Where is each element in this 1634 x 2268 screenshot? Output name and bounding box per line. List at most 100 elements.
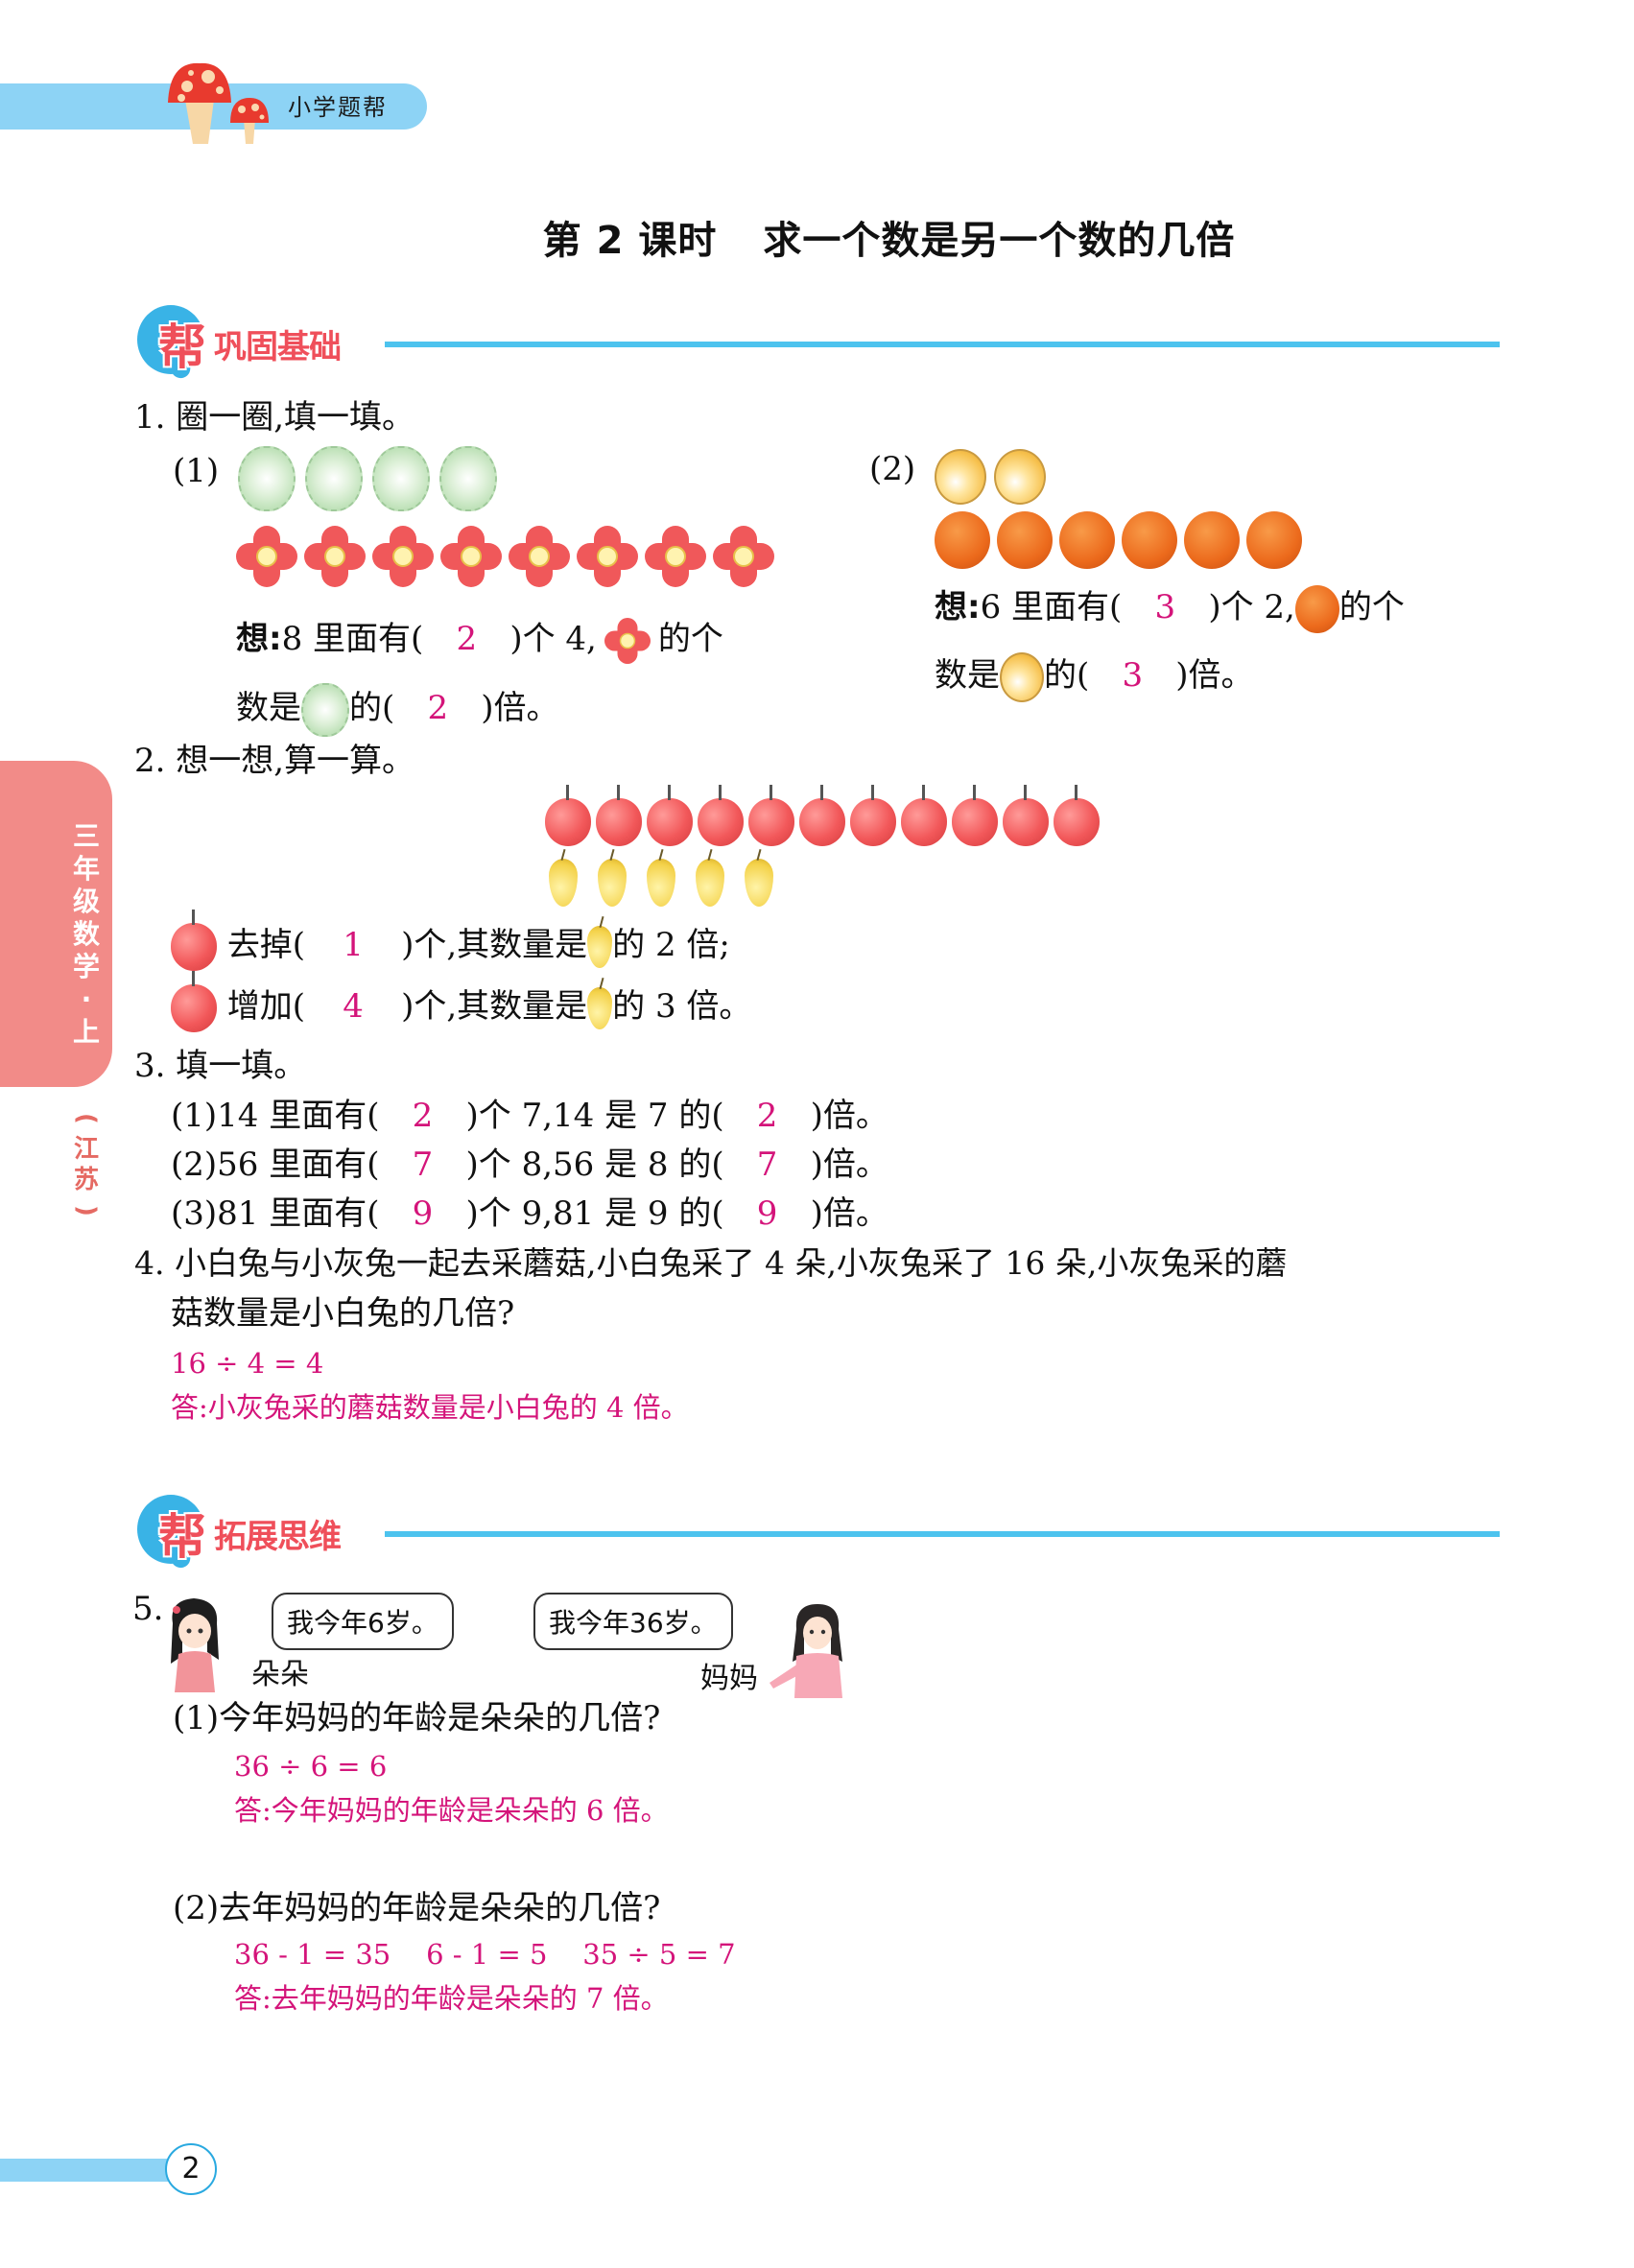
q1-part1-line1: 想:8 里面有(2)个 4,的个: [236, 610, 723, 672]
q5-part2-calc: 36 - 1 = 35 6 - 1 = 5 35 ÷ 5 = 7: [234, 1938, 736, 1971]
pear-icon: [587, 987, 613, 1029]
q4-answer: 答:小灰兔采的蘑菇数量是小白兔的 4 倍。: [171, 1391, 689, 1424]
apple-icon: [799, 785, 845, 846]
flower-icon: [645, 526, 706, 587]
basketball-icon: [935, 511, 990, 569]
footer-bar: [0, 2159, 168, 2182]
lesson-number: 第 2 课时: [542, 219, 718, 263]
section-divider: [385, 1531, 1500, 1537]
answer-blank: 9: [412, 1194, 434, 1233]
apple-icon: [850, 785, 896, 846]
q5-part1-answer: 答:今年妈妈的年龄是朵朵的 6 倍。: [234, 1794, 669, 1827]
basketball-icon: [997, 511, 1053, 569]
apple-icon: [171, 910, 217, 971]
pear-icon: [598, 859, 627, 907]
side-tab-region: ( 江 苏 ): [72, 1113, 101, 1217]
flower-row: [236, 526, 774, 587]
basketball-icon: [1246, 511, 1302, 569]
apple-icon: [545, 785, 591, 846]
q4-calc: 16 ÷ 4 = 4: [171, 1347, 324, 1380]
q3-item: (3)81 里面有(9)个 9,81 是 9 的(9)倍。: [171, 1194, 888, 1233]
flower-icon: [236, 526, 297, 587]
pear-icon: [696, 859, 724, 907]
apple-icon: [952, 785, 998, 846]
flower-icon: [713, 526, 774, 587]
apple-row: [545, 785, 1100, 846]
volleyball-icon: [1000, 652, 1044, 702]
section-extend-header: 帮 拓展思维: [137, 1495, 1500, 1571]
girl-speech-bubble: 我今年6岁。: [272, 1593, 454, 1650]
apple-icon: [171, 971, 217, 1032]
basketball-icon: [1294, 585, 1339, 633]
volleyball-row: [935, 449, 1046, 505]
q3-item: (1)14 里面有(2)个 7,14 是 7 的(2)倍。: [171, 1097, 888, 1135]
answer-blank: 2: [456, 620, 478, 658]
apple-icon: [901, 785, 947, 846]
flower-icon: [509, 526, 570, 587]
mushroom-small-icon: [230, 98, 269, 144]
q1-part2-label: (2): [869, 450, 916, 488]
cabbage-icon: [301, 683, 349, 737]
side-tab: [0, 761, 112, 1087]
flower-icon: [604, 618, 651, 664]
q5-part1-calc: 36 ÷ 6 = 6: [234, 1750, 388, 1783]
basketball-row: [935, 511, 1302, 569]
cabbage-row: [238, 446, 497, 511]
q3-item: (2)56 里面有(7)个 8,56 是 8 的(7)倍。: [171, 1146, 888, 1184]
mom-avatar: [770, 1604, 842, 1698]
volleyball-icon: [994, 449, 1046, 505]
basketball-icon: [1059, 511, 1115, 569]
answer-blank: 2: [756, 1097, 778, 1135]
q3-title: 3. 填一填。: [134, 1047, 307, 1085]
flower-icon: [577, 526, 638, 587]
q1-part2-line2: 数是的(3)倍。: [935, 652, 1254, 702]
answer-blank: 2: [412, 1097, 434, 1135]
flower-icon: [440, 526, 502, 587]
q5-part1-question: (1)今年妈妈的年龄是朵朵的几倍?: [173, 1699, 661, 1737]
answer-blank: 9: [756, 1194, 778, 1233]
side-tab-grade: 三 年 级 数 学 · 上: [72, 820, 100, 1048]
page-number: 2: [165, 2143, 217, 2195]
basketball-icon: [1122, 511, 1177, 569]
answer-blank: 4: [343, 987, 364, 1026]
mushroom-icon: [168, 62, 231, 144]
q2-line1: 去掉(1)个,其数量是的 2 倍;: [171, 910, 730, 971]
apple-icon: [698, 785, 744, 846]
cabbage-icon: [238, 446, 296, 511]
q5-part2-question: (2)去年妈妈的年龄是朵朵的几倍?: [173, 1889, 661, 1927]
q1-part1-label: (1): [173, 452, 220, 490]
answer-blank: 3: [1154, 588, 1176, 626]
cabbage-icon: [439, 446, 497, 511]
q1-part1-line2: 数是的(2)倍。: [236, 683, 559, 737]
section-divider: [385, 342, 1500, 347]
mom-name: 妈妈: [700, 1662, 758, 1695]
section-badge-icon: [137, 305, 216, 374]
section-badge-icon: [137, 1495, 216, 1564]
answer-blank: 3: [1122, 656, 1144, 695]
basketball-icon: [1184, 511, 1240, 569]
pear-row: [549, 859, 773, 907]
q5-number: 5.: [132, 1590, 164, 1628]
q2-line2: 增加(4)个,其数量是的 3 倍。: [171, 971, 751, 1032]
answer-blank: 1: [343, 926, 364, 964]
apple-icon: [647, 785, 693, 846]
mom-speech-bubble: 我今年36岁。: [533, 1593, 733, 1650]
section-extend-label: 拓展思维: [214, 1518, 342, 1556]
flower-icon: [372, 526, 434, 587]
q1-title: 1. 圈一圈,填一填。: [134, 398, 415, 437]
girl-name: 朵朵: [251, 1658, 309, 1691]
apple-icon: [1003, 785, 1049, 846]
lesson-title: 求一个数是另一个数的几倍: [763, 219, 1236, 263]
girl-avatar: [171, 1598, 219, 1692]
section-basic-header: 帮 巩固基础: [137, 305, 1500, 382]
pear-icon: [549, 859, 578, 907]
q4-line1: 4. 小白兔与小灰兔一起去采蘑菇,小白兔采了 4 朵,小灰兔采了 16 朵,小灰…: [134, 1244, 1288, 1282]
answer-blank: 7: [756, 1146, 778, 1184]
answer-blank: 2: [427, 689, 449, 727]
pear-icon: [587, 926, 613, 968]
q1-part2-line1: 想:6 里面有(3)个 2,的个: [935, 585, 1405, 633]
pear-icon: [647, 859, 675, 907]
q2-title: 2. 想一想,算一算。: [134, 742, 415, 780]
q5-part2-answer: 答:去年妈妈的年龄是朵朵的 7 倍。: [234, 1982, 669, 2015]
cabbage-icon: [305, 446, 363, 511]
